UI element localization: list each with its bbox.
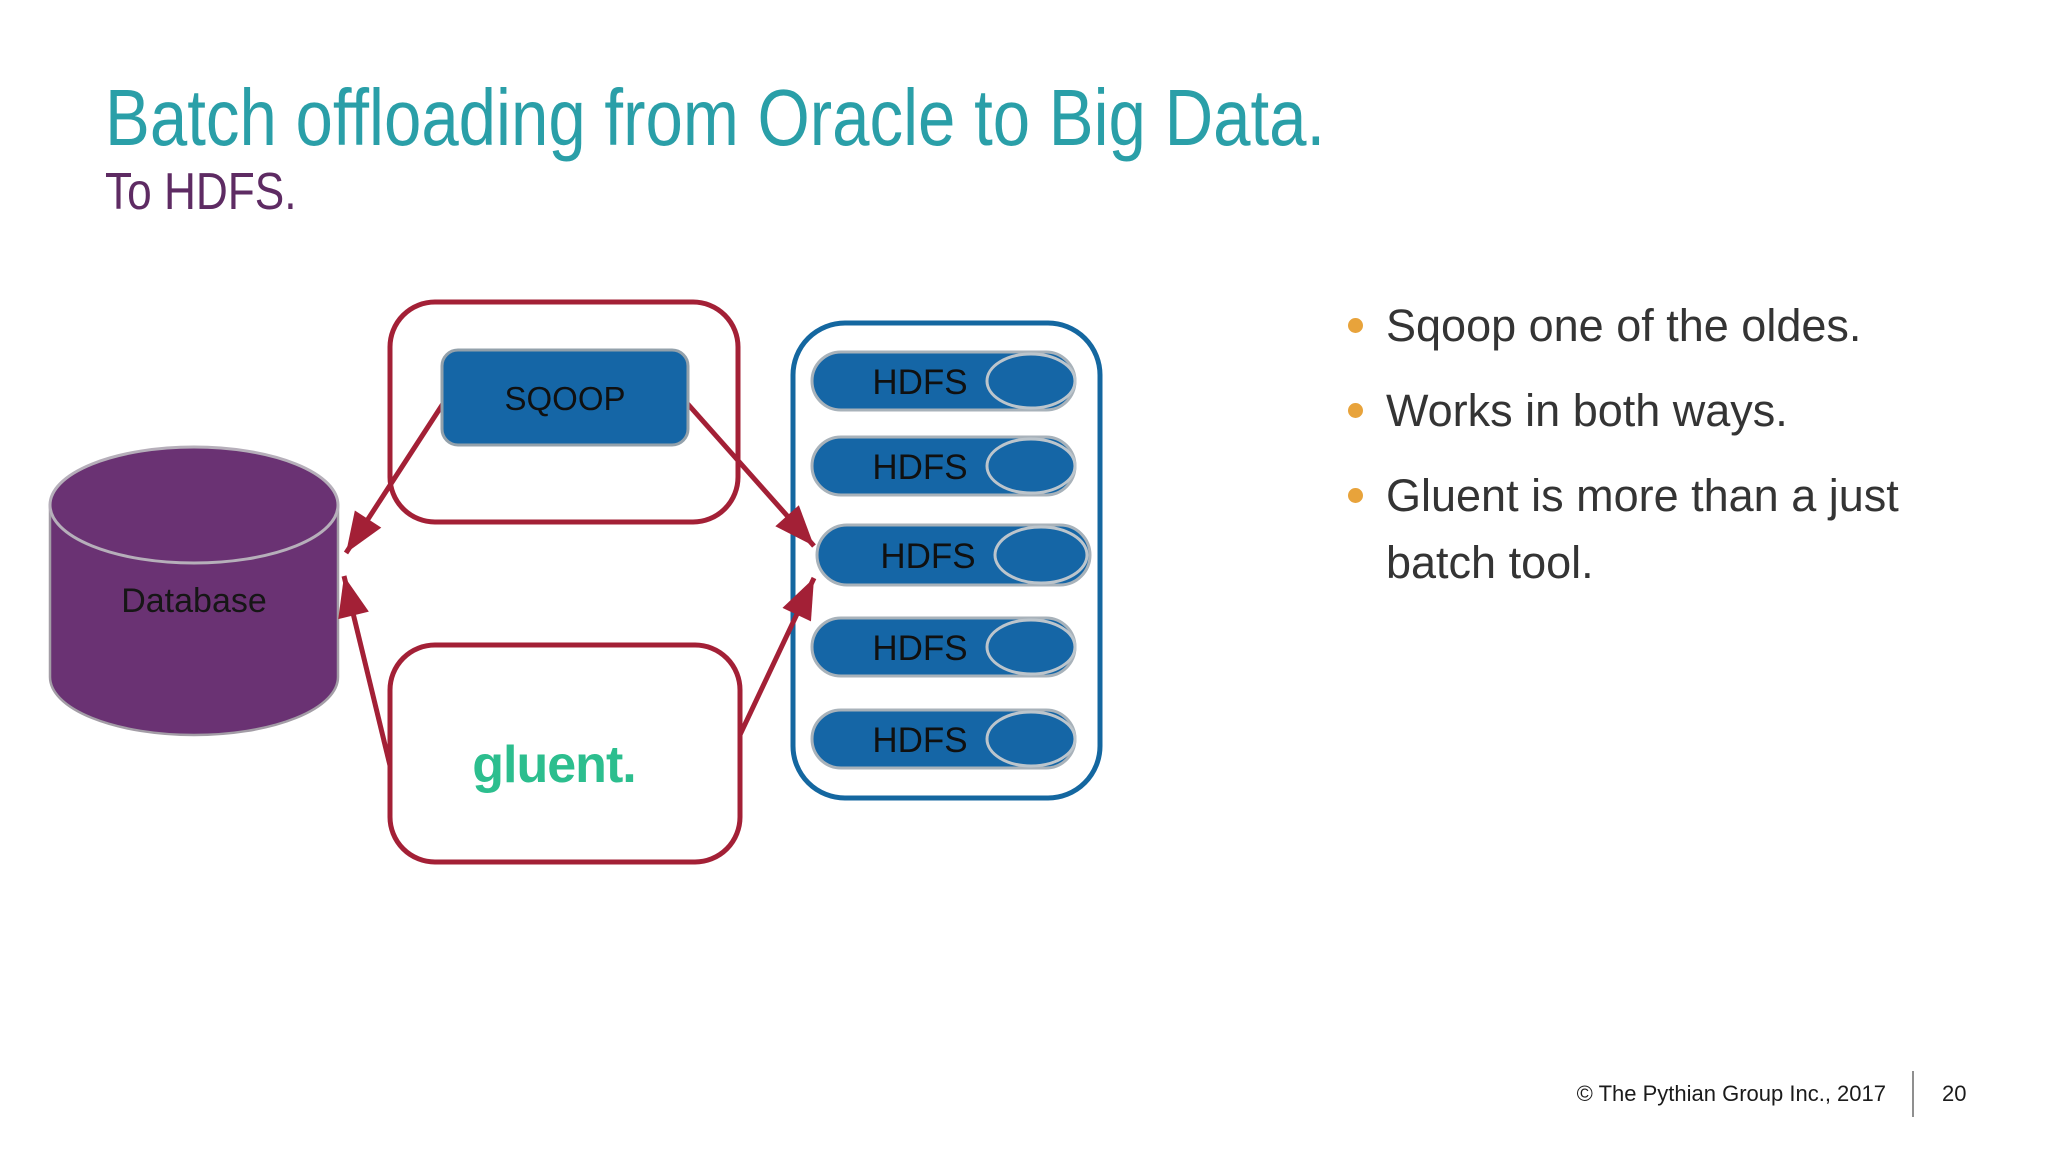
page-number: 20 <box>1942 1081 1967 1106</box>
slide-title: Batch offloading from Oracle to Big Data… <box>105 73 1326 162</box>
slide-subtitle: To HDFS. <box>105 163 297 221</box>
slide-footer: © The Pythian Group Inc., 2017 20 <box>1577 1071 1972 1117</box>
hdfs-label: HDFS <box>880 537 975 576</box>
hdfs-cylinder-cap <box>985 352 1077 410</box>
hdfs-cluster: HDFS HDFS HDFS HDFS HDFS <box>790 320 1103 801</box>
hdfs-label: HDFS <box>872 721 967 760</box>
gluent-logo: gluent. <box>472 736 635 794</box>
database-label: Database <box>121 582 267 620</box>
arrow-sqoop-to-hdfs <box>684 400 816 548</box>
database-cylinder-top <box>48 445 340 565</box>
database-node: Database <box>48 445 340 737</box>
bullet-item: Sqoop one of the oldes. <box>1348 292 1948 359</box>
hdfs-node: HDFS <box>810 616 1077 678</box>
hdfs-label: HDFS <box>872 363 967 402</box>
bullet-item: Works in both ways. <box>1348 377 1948 444</box>
bullet-list: Sqoop one of the oldes. Works in both wa… <box>1348 292 1948 614</box>
sqoop-node: SQOOP <box>440 348 690 447</box>
hdfs-node: HDFS <box>810 435 1077 497</box>
hdfs-cylinder-cap <box>985 618 1077 676</box>
bullet-item: Gluent is more than a just batch tool. <box>1348 462 1948 596</box>
gluent-node: gluent. <box>387 642 743 865</box>
hdfs-node: HDFS <box>815 523 1092 587</box>
arrow-sqoop-to-database <box>343 394 451 555</box>
hdfs-label: HDFS <box>872 448 967 487</box>
hdfs-cylinder-cap <box>993 525 1089 585</box>
hdfs-node: HDFS <box>810 708 1077 770</box>
hdfs-cylinder-cap <box>985 710 1077 768</box>
gluent-group-box <box>387 642 743 865</box>
copyright-text: © The Pythian Group Inc., 2017 <box>1576 1081 1886 1106</box>
footer-divider <box>1912 1071 1914 1117</box>
sqoop-label: SQOOP <box>504 380 625 417</box>
database-cylinder-body <box>48 503 340 737</box>
hdfs-node: HDFS <box>810 350 1077 412</box>
hdfs-label: HDFS <box>872 629 967 668</box>
hdfs-cylinder-cap <box>985 437 1077 495</box>
